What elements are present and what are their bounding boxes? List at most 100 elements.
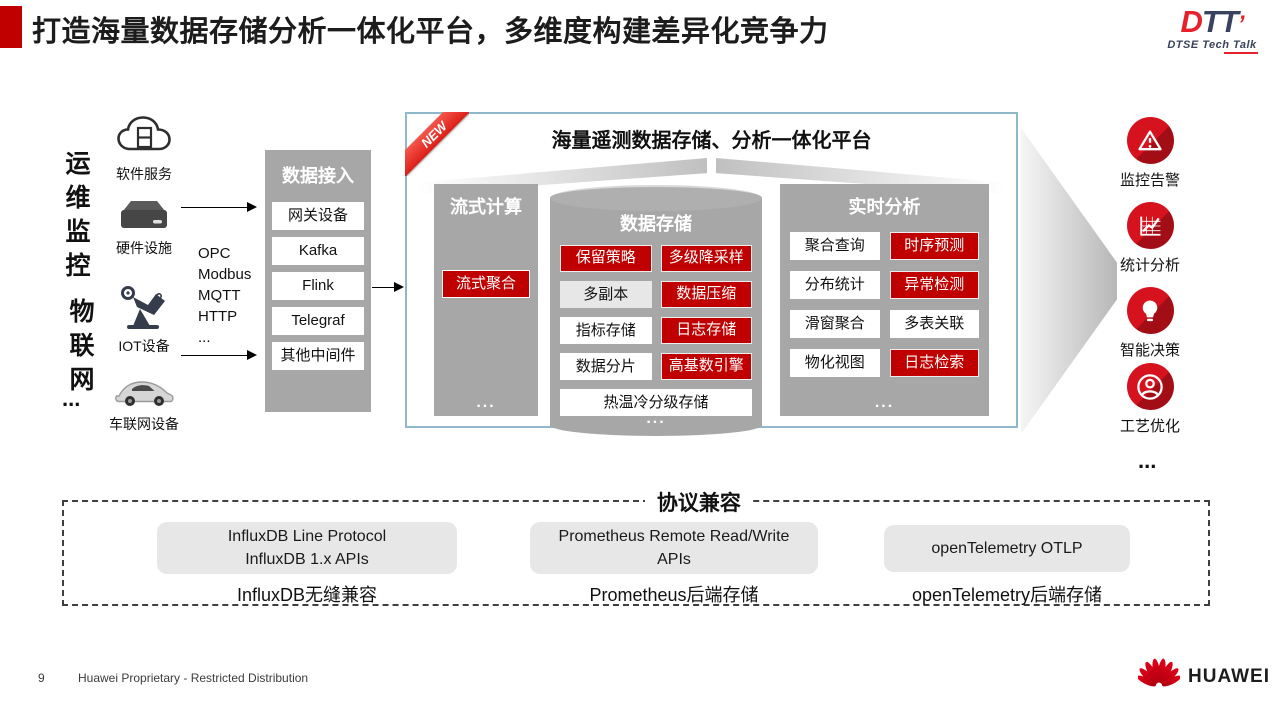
- ingest-panel: 数据接入 网关设备 Kafka Flink Telegraf 其他中间件: [265, 150, 371, 412]
- feature-aggregate-query: 聚合查询: [790, 232, 880, 260]
- huawei-flower-icon: [1136, 658, 1182, 695]
- output-process-optimization: 工艺优化: [1105, 363, 1195, 436]
- protocol-mqtt: MQTT: [198, 287, 241, 304]
- storage-column-title: 数据存储: [620, 214, 692, 234]
- output-label: 统计分析: [1119, 257, 1180, 274]
- output-monitoring-alert: 监控告警: [1105, 117, 1195, 190]
- feature-high-cardinality-engine: 高基数引擎: [660, 353, 752, 380]
- ingest-item-gateway: 网关设备: [272, 202, 364, 230]
- compat-caption-influxdb: InfluxDB无缝兼容: [236, 585, 378, 605]
- alert-icon: [1126, 117, 1174, 164]
- chart-icon: [1126, 202, 1174, 249]
- cloud-icon: [115, 116, 173, 162]
- flow-arrow-bottom: [181, 350, 257, 360]
- huawei-logo: HUAWEI: [1136, 658, 1270, 695]
- person-icon: [1126, 363, 1174, 410]
- source-hardware: 硬件设施: [112, 196, 176, 258]
- feature-multi-replica: 多副本: [560, 281, 652, 308]
- compat-card-line: openTelemetry OTLP: [931, 540, 1083, 557]
- compat-card-line: Prometheus Remote Read/Write: [558, 528, 790, 545]
- protocol-http: HTTP: [198, 308, 238, 325]
- dtt-logo-d: D: [1180, 4, 1203, 39]
- data-storage-cylinder: 数据存储 保留策略 多级降采样 多副本 数据压缩 指标存储 日志存储 数据分片 …: [550, 185, 762, 436]
- output-label: 智能决策: [1119, 342, 1180, 359]
- protocol-compat-section: 协议兼容 InfluxDB Line Protocol InfluxDB 1.x…: [62, 487, 1210, 606]
- left-ellipsis: ...: [62, 386, 81, 411]
- server-icon: [118, 201, 170, 236]
- analysis-column-title: 实时分析: [848, 197, 921, 217]
- compat-caption-prometheus: Prometheus后端存储: [589, 585, 759, 605]
- feature-log-storage: 日志存储: [660, 317, 752, 344]
- analysis-feature-grid: 聚合查询 时序预测 分布统计 异常检测 滑窗聚合 多表关联 物化视图 日志检索: [780, 232, 989, 377]
- protocol-list: OPC Modbus MQTT HTTP ...: [198, 243, 251, 348]
- feature-data-sharding: 数据分片: [560, 353, 652, 380]
- ingest-item-list: 网关设备 Kafka Flink Telegraf 其他中间件: [265, 202, 371, 370]
- feature-metric-storage: 指标存储: [560, 317, 652, 344]
- output-statistics: 统计分析: [1105, 202, 1195, 275]
- platform-panel: NEW 海量遥测数据存储、分析一体化平台 流式计算 流式聚合 ... 数据存储 …: [405, 112, 1018, 436]
- realtime-analysis-column: 实时分析 聚合查询 时序预测 分布统计 异常检测 滑窗聚合 多表关联 物化视图 …: [780, 184, 989, 416]
- feature-anomaly-detection: 异常检测: [889, 271, 979, 299]
- storage-column-ellipsis: ...: [646, 410, 666, 427]
- cylinder-body: [550, 197, 762, 426]
- source-label: 硬件设施: [116, 240, 172, 256]
- feature-multi-table-join: 多表关联: [889, 310, 979, 338]
- source-label: 车联网设备: [109, 416, 179, 432]
- compat-card-opentelemetry: openTelemetry OTLP: [884, 525, 1130, 572]
- output-label: 工艺优化: [1119, 418, 1180, 435]
- source-iot-device: IOT设备: [112, 284, 176, 356]
- car-icon: [112, 381, 176, 412]
- storage-feature-grid: 保留策略 多级降采样 多副本 数据压缩 指标存储 日志存储 数据分片 高基数引擎…: [550, 245, 762, 416]
- ingest-item-flink: Flink: [272, 272, 364, 300]
- protocol-opc: OPC: [198, 245, 231, 262]
- ingest-item-kafka: Kafka: [272, 237, 364, 265]
- analysis-column-ellipsis: ...: [874, 394, 895, 411]
- output-label: 监控告警: [1119, 172, 1180, 189]
- ingest-panel-title: 数据接入: [282, 166, 354, 186]
- feature-timeseries-forecast: 时序预测: [889, 232, 979, 260]
- dtt-logo-mark: DTT’: [1152, 6, 1272, 37]
- dtt-logo-tt: TT: [1201, 4, 1239, 39]
- robot-arm-icon: [118, 286, 170, 334]
- feature-retention-policy: 保留策略: [560, 245, 652, 272]
- compat-card-line: InfluxDB Line Protocol: [227, 528, 387, 545]
- compat-caption-opentelemetry: openTelemetry后端存储: [911, 585, 1103, 605]
- protocol-modbus: Modbus: [198, 266, 252, 283]
- source-connected-car: 车联网设备: [104, 376, 184, 434]
- compat-card-influxdb: InfluxDB Line Protocol InfluxDB 1.x APIs: [157, 522, 457, 574]
- flow-fan-shape: [1021, 128, 1117, 434]
- feature-log-search: 日志检索: [889, 349, 979, 377]
- ingest-item-other-middleware: 其他中间件: [272, 342, 364, 370]
- stream-column-title: 流式计算: [450, 197, 522, 217]
- platform-title: 海量遥测数据存储、分析一体化平台: [551, 130, 872, 152]
- feature-materialized-view: 物化视图: [790, 349, 880, 377]
- dtt-logo-underline: [1224, 52, 1258, 54]
- stream-computing-column: 流式计算 流式聚合 ...: [434, 184, 538, 416]
- dtt-logo: DTT’ DTSE Tech Talk: [1152, 6, 1272, 54]
- page-number: 9: [38, 671, 45, 685]
- protocol-ellipsis: ...: [198, 329, 211, 346]
- compat-card-prometheus: Prometheus Remote Read/Write APIs: [530, 522, 818, 574]
- flow-arrow-to-platform: [372, 282, 404, 292]
- compat-card-line: APIs: [657, 551, 691, 568]
- flow-arrow-top: [181, 202, 257, 212]
- feature-multilevel-downsampling: 多级降采样: [660, 245, 752, 272]
- huawei-wordmark: HUAWEI: [1188, 665, 1270, 687]
- lightbulb-icon: [1126, 287, 1174, 334]
- feature-distribution-stats: 分布统计: [790, 271, 880, 299]
- dtt-logo-subtitle: DTSE Tech Talk: [1167, 39, 1257, 51]
- feature-stream-aggregation: 流式聚合: [442, 270, 530, 298]
- group-label-ops-monitoring: 运维监控: [62, 150, 90, 286]
- stream-column-ellipsis: ...: [476, 394, 496, 411]
- compat-card-line: InfluxDB 1.x APIs: [245, 551, 369, 568]
- feature-sliding-window: 滑窗聚合: [790, 310, 880, 338]
- feature-data-compression: 数据压缩: [660, 281, 752, 308]
- source-label: IOT设备: [118, 338, 170, 354]
- output-intelligent-decision: 智能决策: [1105, 287, 1195, 360]
- source-label: 软件服务: [116, 166, 172, 182]
- footer-classification: Huawei Proprietary - Restricted Distribu…: [78, 671, 309, 685]
- compat-section-title: 协议兼容: [644, 487, 753, 517]
- source-software-service: 软件服务: [108, 114, 180, 184]
- feature-tiered-storage: 热温冷分级存储: [560, 389, 752, 416]
- group-label-iot: 物联网: [66, 298, 94, 400]
